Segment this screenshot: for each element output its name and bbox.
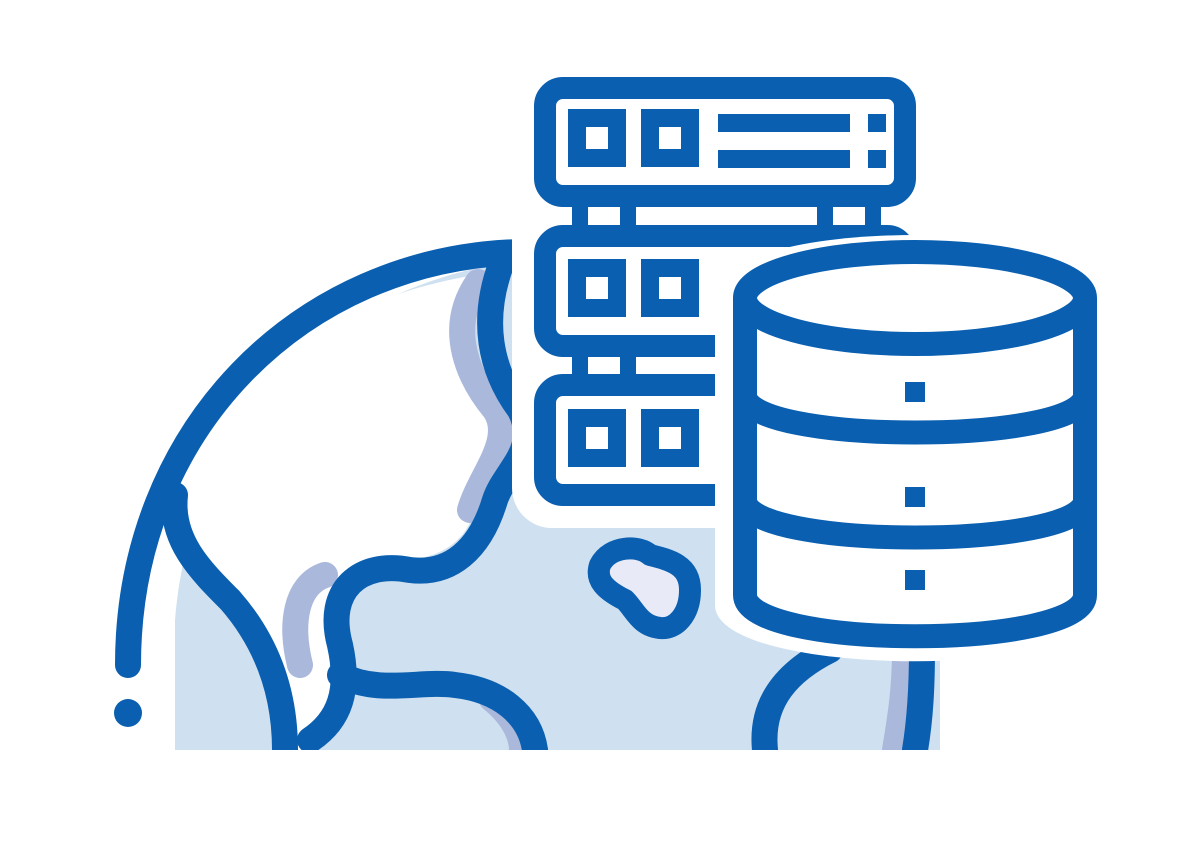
database-ring-1 bbox=[733, 391, 1097, 445]
globe-outline bbox=[115, 239, 533, 678]
globe-ocean-fill-right bbox=[520, 262, 940, 750]
database-indicator-2 bbox=[905, 487, 925, 507]
globe-dot-accent bbox=[114, 699, 142, 727]
server-top-led-1 bbox=[568, 109, 626, 167]
globe-outline-right bbox=[902, 635, 935, 750]
database-ring-2 bbox=[733, 496, 1097, 550]
server-bottom-led-1 bbox=[568, 409, 626, 467]
server-middle-led-2 bbox=[641, 259, 699, 317]
server-bottom-led-2 bbox=[641, 409, 699, 467]
server-top-led-2 bbox=[641, 109, 699, 167]
server-top-slot-2 bbox=[718, 150, 850, 168]
database-icon bbox=[715, 235, 1115, 662]
globe-shadow-1 bbox=[449, 269, 514, 523]
globe-shadow-2 bbox=[282, 562, 338, 678]
server-top-dot-2 bbox=[868, 150, 886, 168]
globe-shadow-4 bbox=[882, 637, 918, 750]
globe-continent-outline-3 bbox=[161, 482, 298, 750]
server-top-slot-1 bbox=[718, 114, 850, 132]
globe-continent-outline-4 bbox=[327, 662, 548, 750]
globe-continent-outline-1 bbox=[477, 249, 533, 423]
database-body bbox=[733, 298, 1097, 649]
globe-icon bbox=[114, 239, 940, 750]
database-top bbox=[733, 240, 1097, 356]
server-top-dot-1 bbox=[868, 114, 886, 132]
globe-continent-outline-5 bbox=[751, 637, 843, 750]
globe-island bbox=[587, 537, 701, 640]
server-middle-led-1 bbox=[568, 259, 626, 317]
database-indicator-1 bbox=[905, 382, 925, 402]
database-indicator-3 bbox=[905, 570, 925, 590]
